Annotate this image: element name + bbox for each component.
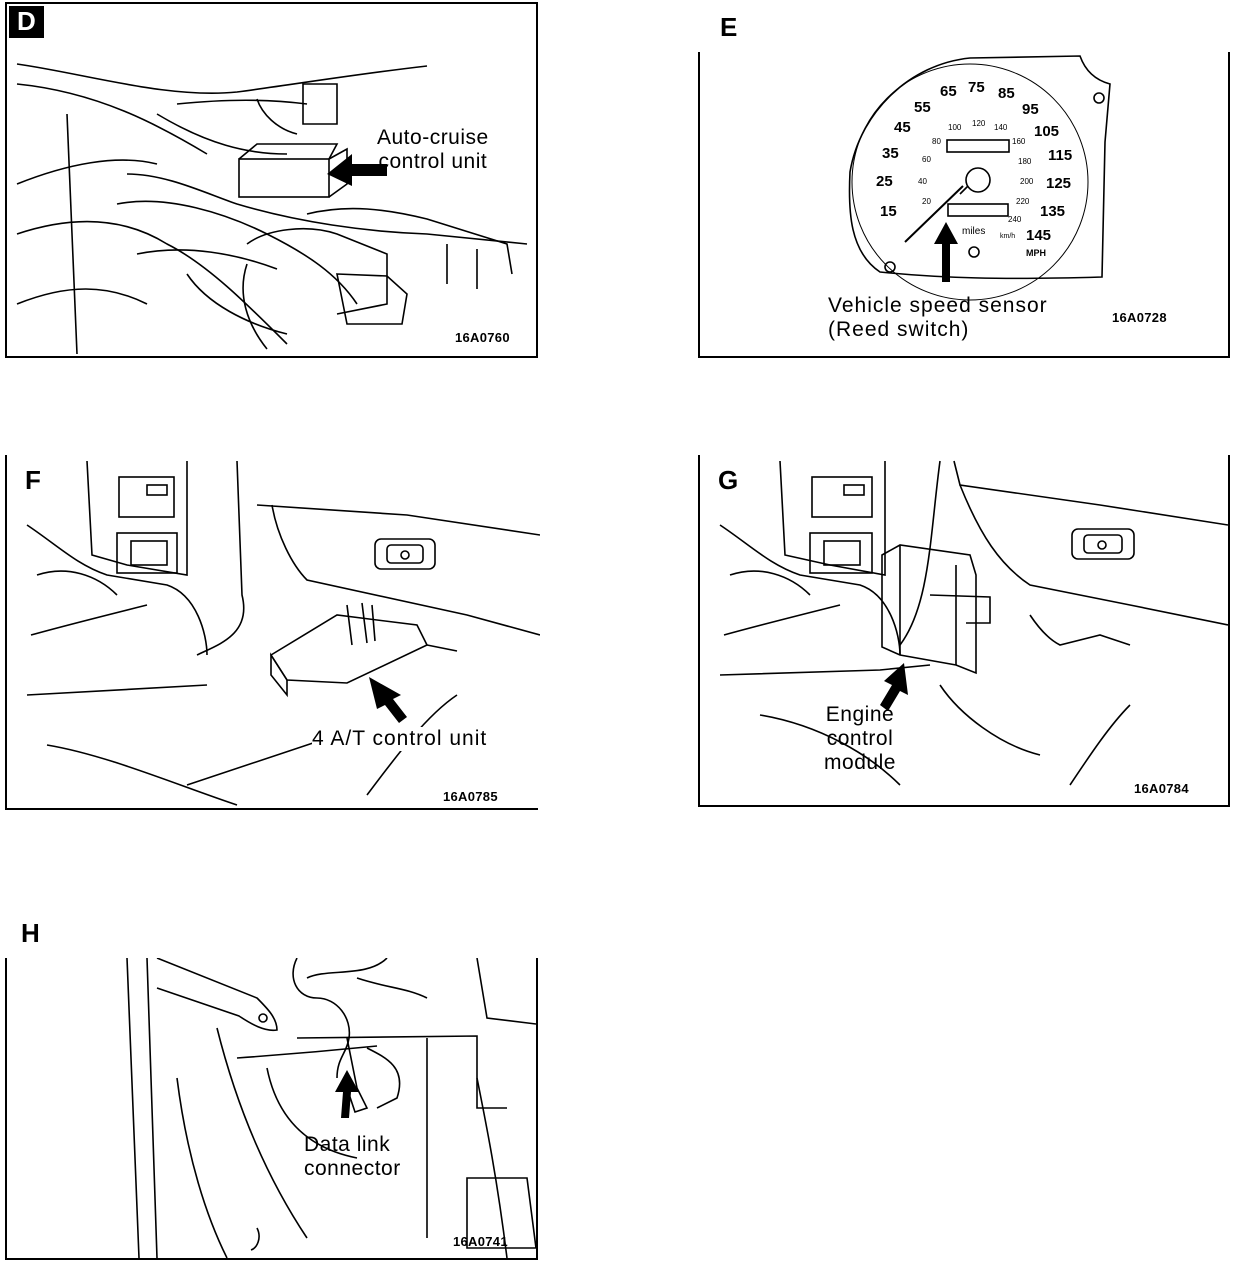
at-control-unit-label: 4 A/T control unit (312, 727, 488, 751)
mph-95: 95 (1022, 101, 1039, 118)
svg-text:40: 40 (918, 177, 927, 186)
svg-text:100: 100 (948, 123, 962, 132)
figure-panel-e: 15 25 35 45 55 65 75 85 95 105 115 125 1… (698, 14, 1230, 358)
mph-85: 85 (998, 85, 1015, 102)
svg-text:140: 140 (994, 123, 1008, 132)
arrow-icon (335, 1070, 359, 1118)
panel-letter-h: H (21, 918, 40, 948)
data-link-connector-illustration (126, 958, 536, 1258)
panel-letter-f: F (25, 465, 41, 495)
svg-text:200: 200 (1020, 177, 1034, 186)
figure-panel-h: H Data link connector 16A0741 (5, 920, 538, 1260)
figure-code: 16A0785 (443, 789, 498, 804)
svg-text:160: 160 (1012, 137, 1026, 146)
figure-code: 16A0728 (1112, 310, 1167, 325)
vehicle-speed-sensor-label: Vehicle speed sensor (Reed switch) (828, 294, 1048, 341)
engine-control-module-illustration (719, 460, 1228, 786)
speedometer-illustration: 15 25 35 45 55 65 75 85 95 105 115 125 1… (848, 55, 1111, 301)
mph-125: 125 (1046, 175, 1071, 192)
unit-kmh: km/h (1000, 233, 1015, 240)
panel-letter-e: E (720, 12, 738, 42)
mph-115: 115 (1048, 147, 1072, 164)
figure-code: 16A0784 (1134, 781, 1189, 796)
mph-15: 15 (880, 203, 897, 220)
mph-25: 25 (876, 173, 893, 190)
unit-miles: miles (962, 226, 985, 237)
figure-code: 16A0760 (455, 330, 510, 345)
svg-text:60: 60 (922, 155, 931, 164)
svg-text:120: 120 (972, 119, 986, 128)
mph-105: 105 (1034, 123, 1059, 140)
mph-145: 145 (1026, 227, 1051, 244)
auto-cruise-illustration (16, 63, 528, 355)
engine-control-module-label: Engine control module (824, 703, 896, 774)
mph-35: 35 (882, 145, 899, 162)
figure-code: 16A0741 (453, 1234, 508, 1249)
auto-cruise-label: Auto-cruise control unit (377, 126, 489, 173)
arrow-icon (880, 663, 908, 711)
data-link-connector-label: Data link connector (304, 1133, 401, 1180)
mph-45: 45 (894, 119, 911, 136)
arrow-icon (369, 677, 407, 723)
unit-mph: MPH (1026, 248, 1046, 258)
mph-65: 65 (940, 83, 957, 100)
mph-135: 135 (1040, 203, 1065, 220)
svg-text:20: 20 (922, 197, 931, 206)
mph-55: 55 (914, 99, 931, 116)
figure-panel-d: D Auto-cruise control unit 16A0760 (5, 2, 538, 358)
mph-75: 75 (968, 79, 985, 96)
at-control-unit-illustration (26, 460, 540, 806)
svg-text:220: 220 (1016, 197, 1030, 206)
panel-letter-g: G (718, 465, 739, 495)
figure-panel-f: F 4 A/T control unit 16A0785 (5, 455, 540, 810)
arrow-icon (327, 154, 387, 186)
kmh-scale: 20 40 60 80 100 120 140 160 180 200 220 … (918, 119, 1046, 258)
arrow-up-icon (934, 222, 958, 282)
figure-panel-g: G Engine control module 16A0784 (698, 455, 1230, 807)
svg-text:240: 240 (1008, 215, 1022, 224)
svg-text:80: 80 (932, 137, 941, 146)
panel-letter-d: D (9, 6, 44, 38)
svg-text:180: 180 (1018, 157, 1032, 166)
mph-scale: 15 25 35 45 55 65 75 85 95 105 115 125 1… (876, 79, 1072, 244)
